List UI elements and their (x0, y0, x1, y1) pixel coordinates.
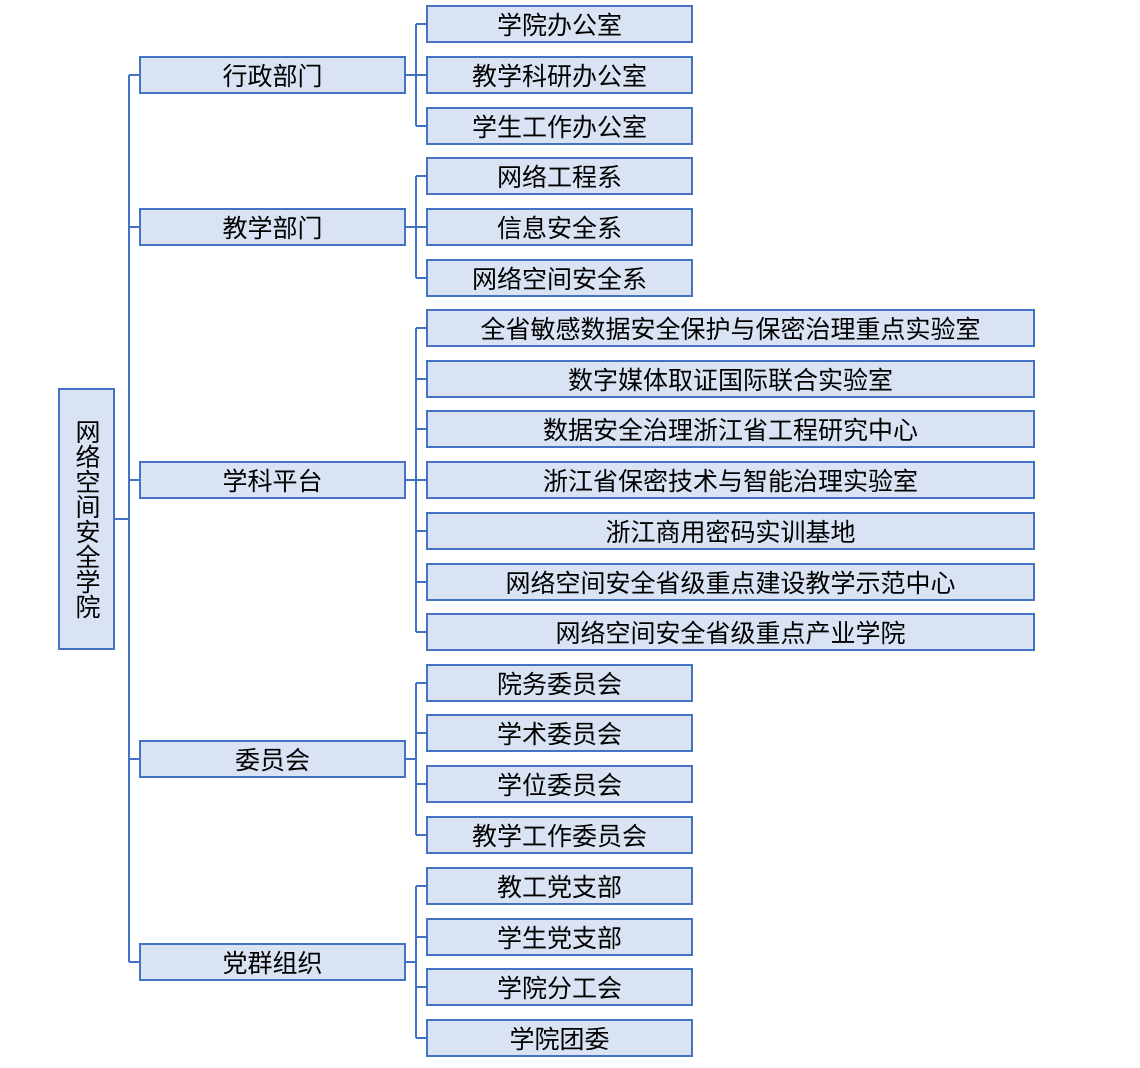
root-label: 网络空间安全学院 (72, 419, 101, 619)
unit-node: 网络工程系 (426, 157, 693, 195)
unit-label: 全省敏感数据安全保护与保密治理重点实验室 (480, 315, 981, 344)
unit-label: 院务委员会 (496, 670, 622, 699)
unit-node: 全省敏感数据安全保护与保密治理重点实验室 (426, 309, 1035, 347)
dept-label: 党群组织 (222, 949, 323, 978)
unit-label: 信息安全系 (496, 214, 622, 243)
dept-node-committee: 委员会 (139, 740, 406, 778)
unit-node: 院务委员会 (426, 664, 693, 702)
unit-label: 学生工作办公室 (471, 113, 647, 142)
unit-label: 浙江省保密技术与智能治理实验室 (542, 467, 918, 496)
unit-node: 学院分工会 (426, 968, 693, 1006)
dept-label: 行政部门 (222, 62, 323, 91)
unit-node: 浙江商用密码实训基地 (426, 512, 1035, 550)
unit-node: 网络空间安全省级重点建设教学示范中心 (426, 563, 1035, 601)
unit-node: 浙江省保密技术与智能治理实验室 (426, 461, 1035, 499)
unit-node: 学院办公室 (426, 5, 693, 43)
unit-label: 学位委员会 (496, 771, 622, 800)
unit-node: 学生党支部 (426, 918, 693, 956)
unit-node: 网络空间安全省级重点产业学院 (426, 613, 1035, 651)
unit-label: 教学工作委员会 (471, 822, 647, 851)
unit-label: 网络空间安全省级重点建设教学示范中心 (505, 569, 956, 598)
unit-node: 学术委员会 (426, 714, 693, 752)
unit-label: 浙江商用密码实训基地 (605, 518, 856, 547)
unit-label: 学院办公室 (496, 11, 622, 40)
unit-label: 教工党支部 (496, 873, 622, 902)
unit-label: 数字媒体取证国际联合实验室 (567, 366, 893, 395)
unit-node: 学院团委 (426, 1019, 693, 1057)
unit-node: 教工党支部 (426, 867, 693, 905)
dept-node-party: 党群组织 (139, 943, 406, 981)
unit-node: 学位委员会 (426, 765, 693, 803)
unit-label: 学生党支部 (496, 924, 622, 953)
dept-label: 学科平台 (222, 467, 323, 496)
unit-label: 学院团委 (509, 1025, 610, 1054)
dept-label: 教学部门 (222, 214, 323, 243)
unit-label: 网络空间安全系 (471, 265, 647, 294)
unit-label: 教学科研办公室 (471, 62, 647, 91)
dept-node-teaching: 教学部门 (139, 208, 406, 246)
unit-node: 教学科研办公室 (426, 56, 693, 94)
unit-label: 学术委员会 (496, 720, 622, 749)
dept-label: 委员会 (234, 746, 310, 775)
unit-node: 数据安全治理浙江省工程研究中心 (426, 410, 1035, 448)
unit-node: 信息安全系 (426, 208, 693, 246)
unit-label: 数据安全治理浙江省工程研究中心 (542, 416, 918, 445)
unit-label: 学院分工会 (496, 974, 622, 1003)
dept-node-admin: 行政部门 (139, 56, 406, 94)
unit-node: 网络空间安全系 (426, 259, 693, 297)
unit-label: 网络工程系 (496, 163, 622, 192)
unit-label: 网络空间安全省级重点产业学院 (555, 619, 906, 648)
unit-node: 学生工作办公室 (426, 107, 693, 145)
unit-node: 数字媒体取证国际联合实验室 (426, 360, 1035, 398)
unit-node: 教学工作委员会 (426, 816, 693, 854)
root-node: 网络空间安全学院 (58, 388, 115, 650)
dept-node-platform: 学科平台 (139, 461, 406, 499)
